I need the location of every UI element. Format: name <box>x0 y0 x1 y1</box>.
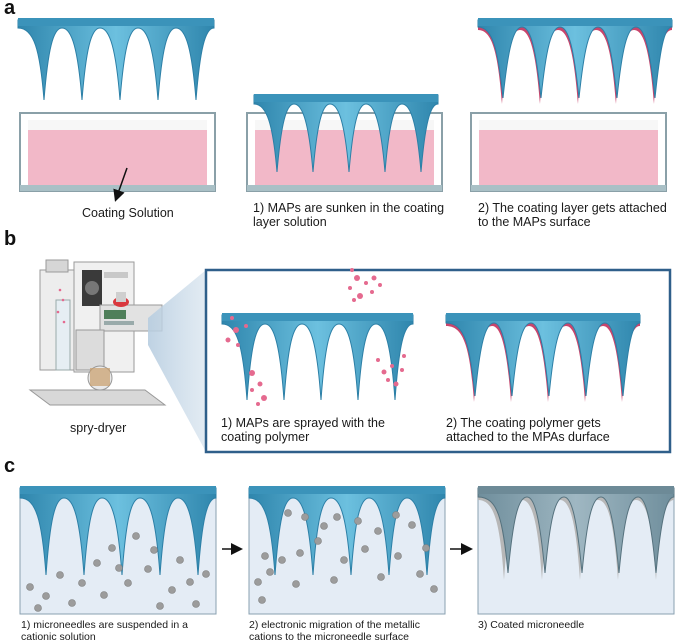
container-a1 <box>19 112 216 192</box>
panel-c-step3-caption: 3) Coated microneedle <box>478 619 585 631</box>
coated-map-array-b2 <box>445 313 641 402</box>
zoom-beam <box>148 270 206 452</box>
coating-solution-label: Coating Solution <box>82 206 174 220</box>
panel-c-step1-caption: 1) microneedles are suspended in a catio… <box>21 619 188 643</box>
cation-migration-c2 <box>248 486 446 615</box>
spray-dryer-label: spry-dryer <box>70 421 127 435</box>
panel-letter-b: b <box>4 228 17 250</box>
panel-letter-a: a <box>4 0 16 19</box>
panel-a-step1-caption: 1) MAPs are sunken in the coating layer … <box>253 201 445 229</box>
panel-b-step2-caption: 2) The coating polymer gets attached to … <box>446 416 610 444</box>
map-array-a1 <box>17 18 215 101</box>
panel-c-step2-caption: 2) electronic migration of the metallic … <box>249 619 420 643</box>
cation-bath-c1 <box>19 486 217 615</box>
panel-letter-c: c <box>4 455 16 477</box>
map-array-b1 <box>221 313 414 401</box>
coated-microneedle-c3 <box>477 486 675 615</box>
spray-droplets <box>225 268 406 406</box>
spray-dryer-icon <box>28 259 167 406</box>
coated-map-array-a3 <box>477 18 673 104</box>
container-a3 <box>470 112 667 192</box>
map-array-a2 <box>253 94 439 173</box>
panel-a-step2-caption: 2) The coating layer gets attached to th… <box>478 201 667 229</box>
pointer-arrow-icon <box>113 167 128 202</box>
panel-b-step1-caption: 1) MAPs are sprayed with the coating pol… <box>221 416 385 444</box>
